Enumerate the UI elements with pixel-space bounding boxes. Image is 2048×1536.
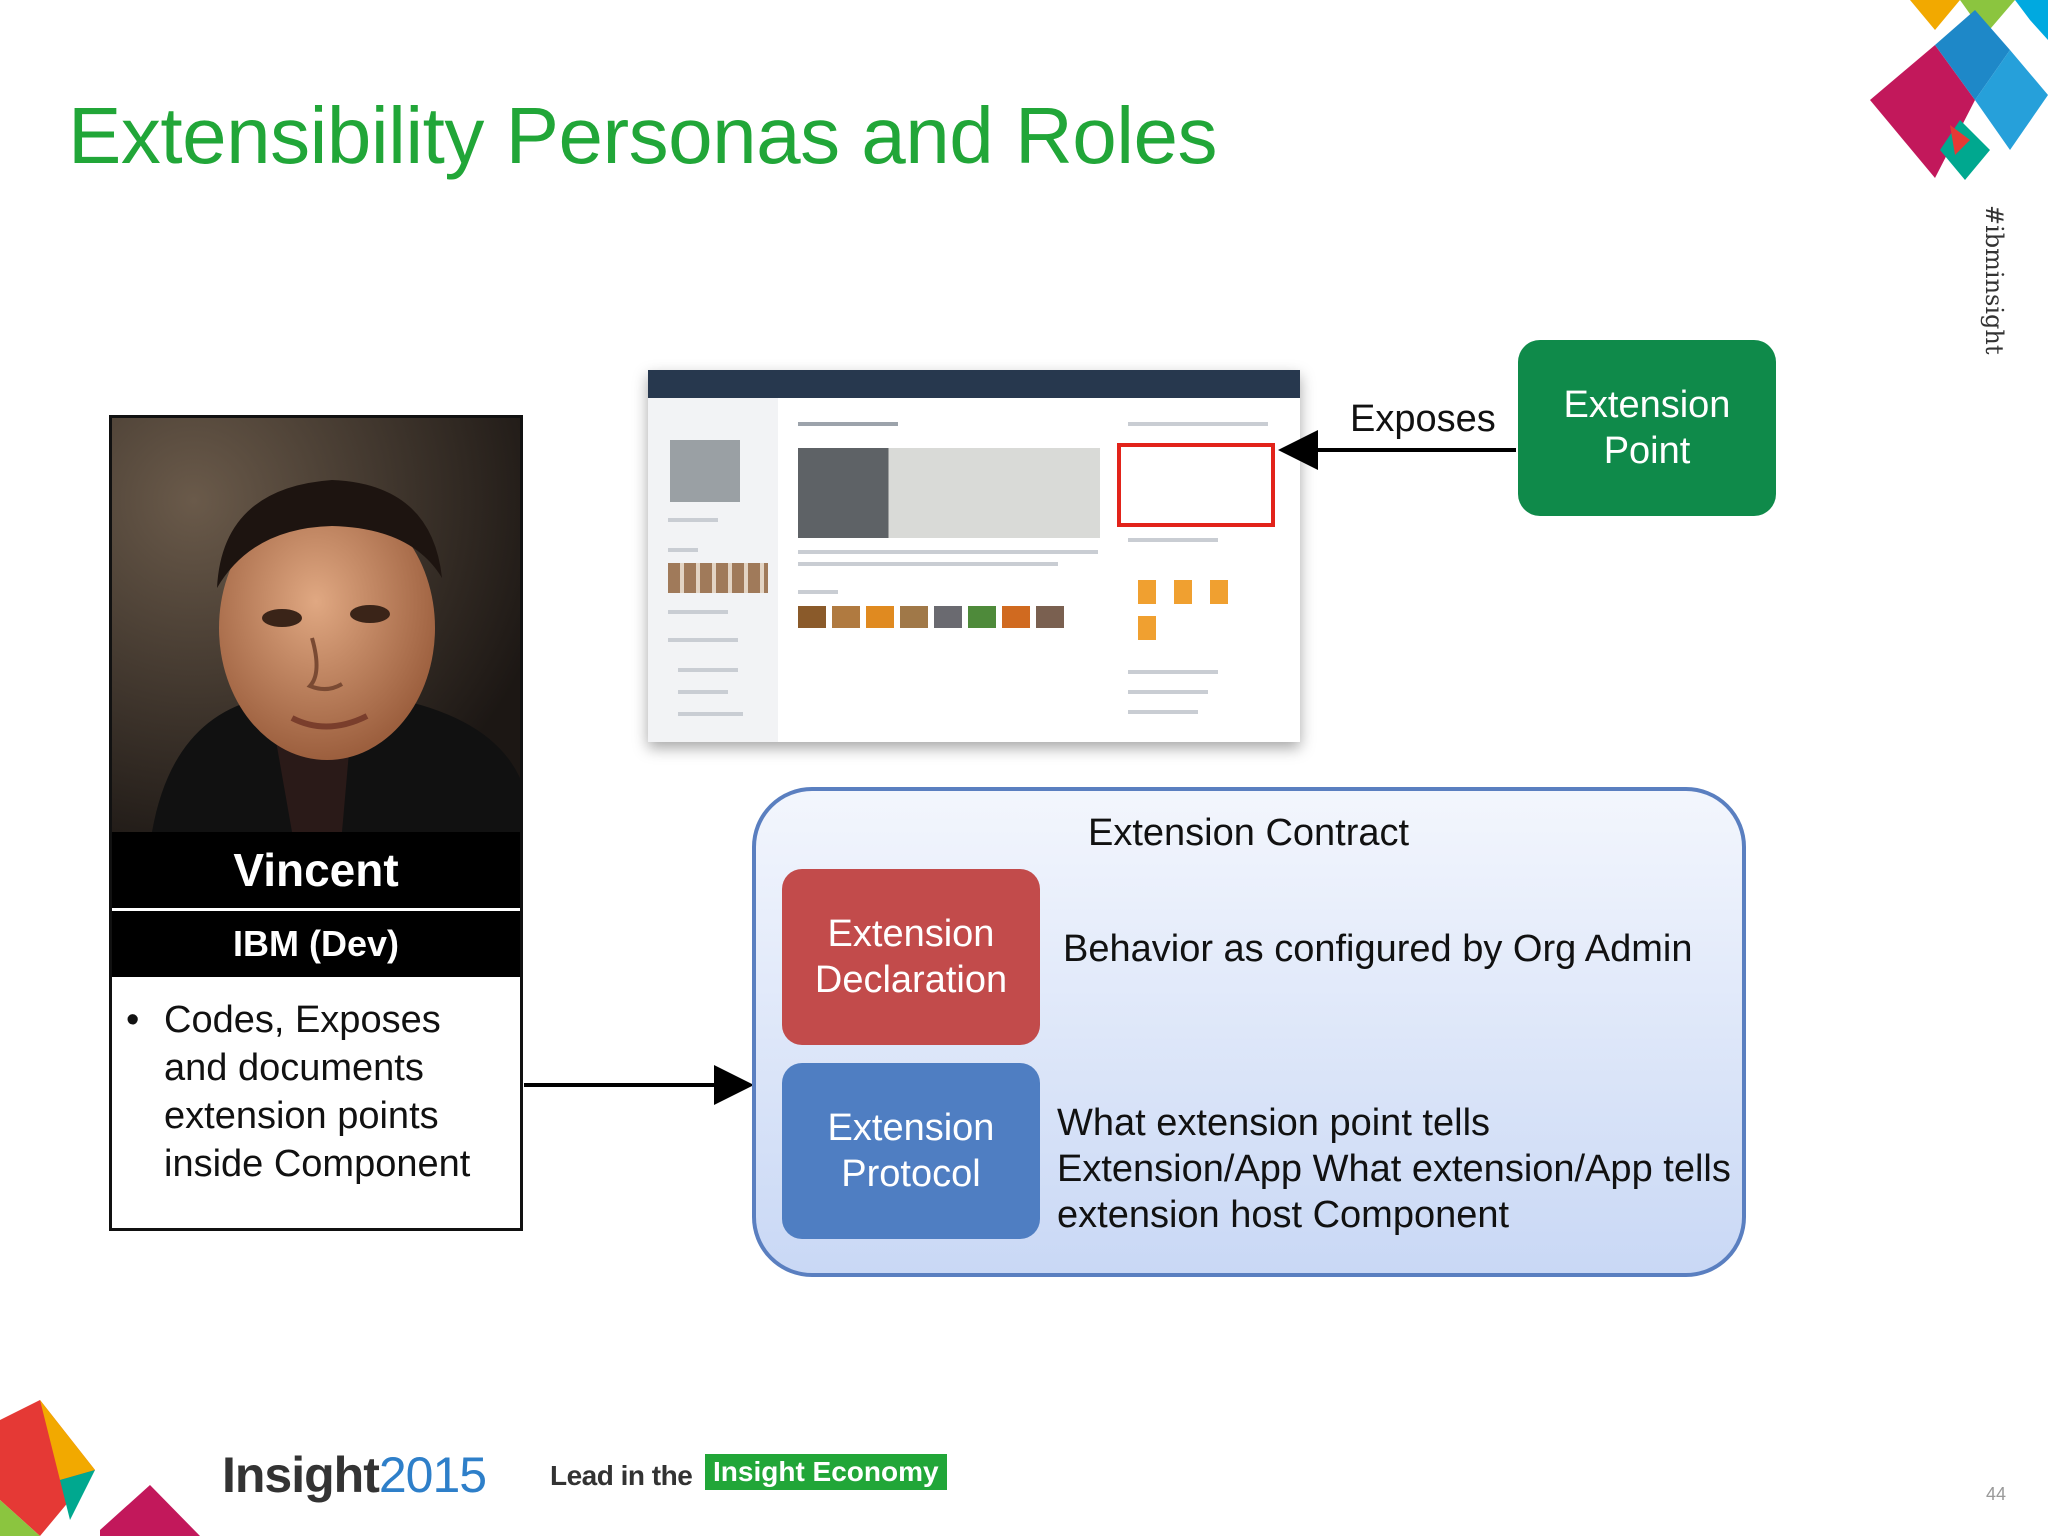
footer-tagline-prefix: Lead in the: [550, 1460, 693, 1491]
extension-declaration-box: Extension Declaration: [782, 869, 1040, 1045]
persona-name: Vincent: [112, 832, 520, 908]
footer-tagline-highlight: Insight Economy: [705, 1454, 947, 1490]
extension-protocol-label: Extension Protocol: [827, 1107, 995, 1195]
app-screenshot: [648, 370, 1300, 742]
extension-declaration-label: Extension Declaration: [814, 913, 1008, 1001]
hashtag-label: #ibminsight: [1980, 205, 2008, 355]
exposes-label: Exposes: [1350, 398, 1496, 440]
page-number: 44: [1986, 1484, 2007, 1504]
extension-protocol-box: Extension Protocol: [782, 1063, 1040, 1239]
extension-point-highlight: [1117, 443, 1275, 527]
persona-bullet-list: Codes, Exposes and documents extension p…: [122, 996, 512, 1188]
persona-role: IBM (Dev): [112, 911, 520, 977]
extension-point-box: Extension Point: [1518, 340, 1776, 516]
footer-brand: Insight2015: [222, 1446, 487, 1504]
slide-title: Extensibility Personas and Roles: [68, 91, 1218, 180]
persona-bullet: Codes, Exposes and documents extension p…: [122, 996, 512, 1188]
extension-protocol-description: What extension point tells Extension/App…: [1057, 1102, 1731, 1236]
footer-brand-name: Insight: [222, 1447, 380, 1503]
persona-photo: [112, 418, 520, 832]
extension-point-label: Extension Point: [1563, 384, 1731, 472]
footer-brand-year: 2015: [378, 1447, 487, 1503]
corner-decoration-bottom-left: [0, 1400, 200, 1536]
extension-contract-title: Extension Contract: [1088, 812, 1410, 854]
corner-decoration-top-right: [1870, 0, 2048, 180]
extension-declaration-description: Behavior as configured by Org Admin: [1063, 928, 1693, 970]
screenshot-sidebar: [648, 398, 778, 742]
screenshot-topbar: [648, 370, 1300, 398]
persona-card: Vincent IBM (Dev) Codes, Exposes and doc…: [109, 415, 523, 1231]
